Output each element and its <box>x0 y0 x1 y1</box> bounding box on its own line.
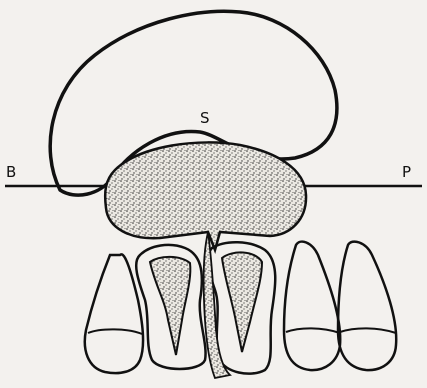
tooth-right-2 <box>338 242 396 370</box>
label-b: B <box>6 163 16 181</box>
label-s: S <box>200 109 210 127</box>
pulp-center-right <box>222 252 262 352</box>
tooth-right-1 <box>284 242 340 370</box>
stippled-mass <box>105 142 306 250</box>
tooth-left <box>85 254 143 373</box>
tooth-right-1-line <box>286 328 340 333</box>
pulp-center-left <box>150 257 190 355</box>
label-p: P <box>402 163 411 181</box>
tooth-right-2-line <box>340 328 396 333</box>
tooth-left-line <box>88 329 142 334</box>
